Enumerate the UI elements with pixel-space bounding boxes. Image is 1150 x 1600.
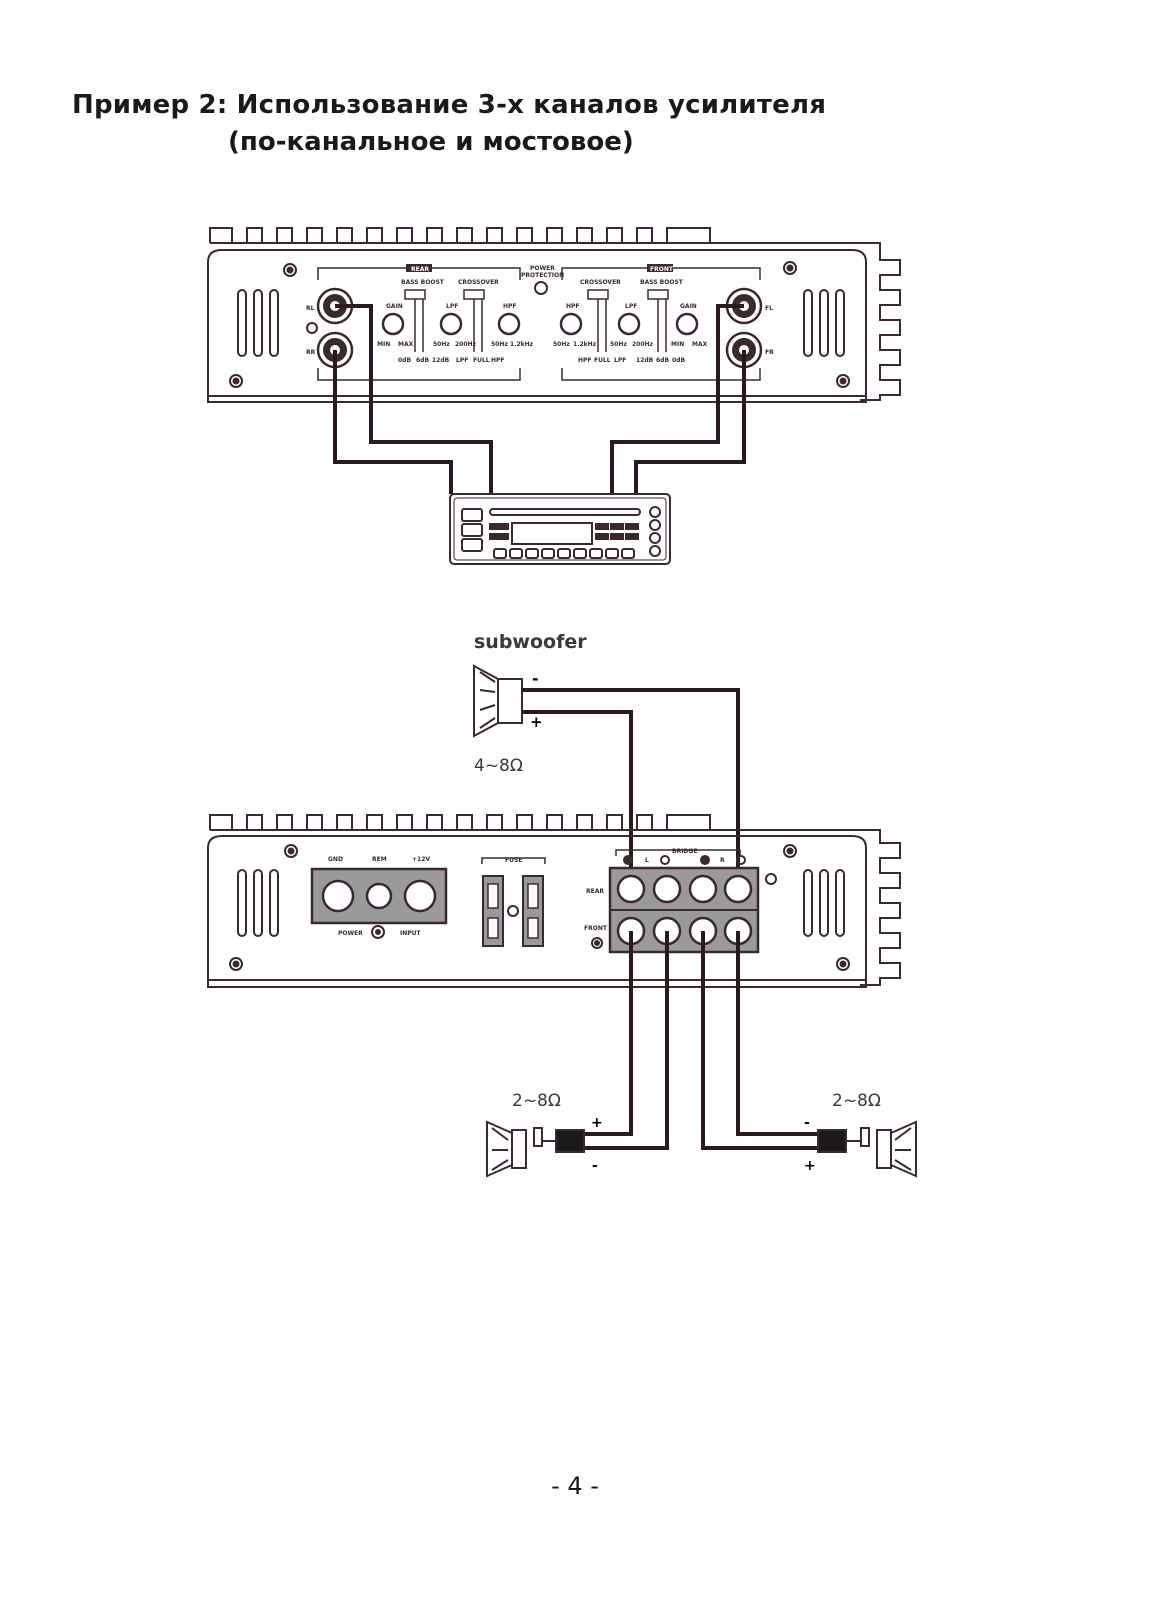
plus12v-label: +12V — [412, 856, 430, 863]
front-label: FRONT — [650, 266, 674, 273]
sub-minus-label: - — [532, 669, 539, 688]
left-sw-hpf-label: HPF — [491, 357, 505, 364]
left-bass-boost-label: BASS BOOST — [401, 279, 445, 286]
rr-label: RR — [306, 349, 316, 356]
left-6db-label: 6dB — [416, 357, 429, 364]
left-hpf-label: HPF — [503, 303, 517, 310]
left-crossover-label: CROSSOVER — [458, 279, 499, 286]
amplifier-rear-panel — [207, 814, 901, 988]
right-lpf-label: LPF — [625, 303, 637, 310]
right-sw-hpf-label: HPF — [578, 357, 592, 364]
gnd-label: GND — [328, 856, 343, 863]
right-speaker — [817, 1120, 917, 1178]
speaker-wires — [585, 931, 818, 1150]
left-sw-lpf-label: LPF — [456, 357, 468, 364]
head-unit — [449, 493, 671, 565]
page-subtitle: (по-канальное и мостовое) — [228, 127, 634, 157]
subwoofer-speaker — [473, 664, 523, 738]
fl-label: FL — [765, 305, 773, 312]
fr-label: FR — [765, 349, 774, 356]
amplifier-front-panel — [207, 227, 901, 403]
left-min-label: MIN — [377, 341, 390, 348]
bridge-r-label: R — [720, 857, 725, 864]
right-hpf-label: HPF — [566, 303, 580, 310]
left-speaker — [486, 1120, 585, 1178]
right-max-label: MAX — [692, 341, 708, 348]
right-lpf-high-label: 200Hz — [632, 341, 654, 348]
power-label: POWER — [338, 930, 363, 937]
right-sw-full-label: FULL — [594, 357, 611, 364]
left-speaker-impedance: 2~8Ω — [512, 1091, 561, 1111]
page-title: Пример 2: Использование 3-х каналов усил… — [72, 90, 827, 120]
left-minus-label: - — [592, 1158, 598, 1174]
subwoofer-label: subwoofer — [474, 631, 587, 653]
left-lpf-low-label: 50Hz — [433, 341, 450, 348]
left-max-label: MAX — [398, 341, 414, 348]
sub-impedance-label: 4~8Ω — [474, 756, 523, 776]
right-sw-lpf-label: LPF — [614, 357, 626, 364]
right-0db-label: 0dB — [672, 357, 685, 364]
left-0db-label: 0dB — [398, 357, 411, 364]
right-6db-label: 6dB — [656, 357, 669, 364]
left-sw-full-label: FULL — [473, 357, 490, 364]
page-number: - 4 - — [551, 1472, 599, 1500]
sub-plus-label: + — [530, 713, 543, 731]
right-gain-label: GAIN — [680, 303, 697, 310]
left-lpf-high-label: 200Hz — [455, 341, 477, 348]
right-crossover-label: CROSSOVER — [580, 279, 621, 286]
right-lpf-low-label: 50Hz — [610, 341, 627, 348]
front-terminal-label: FRONT — [584, 925, 608, 932]
fuse-label: FUSE — [505, 857, 522, 864]
bridge-l-label: L — [645, 857, 649, 864]
rl-label: RL — [306, 305, 315, 312]
right-hpf-low-label: 50Hz — [553, 341, 570, 348]
power-protection-label-1: POWER — [530, 265, 555, 272]
left-plus-label: + — [591, 1115, 603, 1131]
right-hpf-high-label: 1.2kHz — [573, 341, 597, 348]
bridge-label: BRIDGE — [672, 848, 697, 855]
rear-terminal-label: REAR — [586, 888, 604, 895]
left-12db-label: 12dB — [432, 357, 450, 364]
right-plus-label: + — [804, 1158, 816, 1174]
input-label: INPUT — [400, 930, 422, 937]
right-speaker-impedance: 2~8Ω — [832, 1091, 881, 1111]
left-hpf-high-label: 1.2kHz — [510, 341, 534, 348]
left-gain-label: GAIN — [386, 303, 403, 310]
left-hpf-low-label: 50Hz — [491, 341, 508, 348]
right-12db-label: 12dB — [636, 357, 654, 364]
rca-cables — [333, 304, 746, 494]
right-minus-label: - — [804, 1115, 810, 1131]
right-bass-boost-label: BASS BOOST — [640, 279, 684, 286]
left-lpf-label: LPF — [446, 303, 458, 310]
right-min-label: MIN — [671, 341, 684, 348]
power-protection-label-2: PROTECTION — [521, 272, 564, 279]
rear-label: REAR — [411, 266, 429, 273]
rem-label: REM — [372, 856, 387, 863]
